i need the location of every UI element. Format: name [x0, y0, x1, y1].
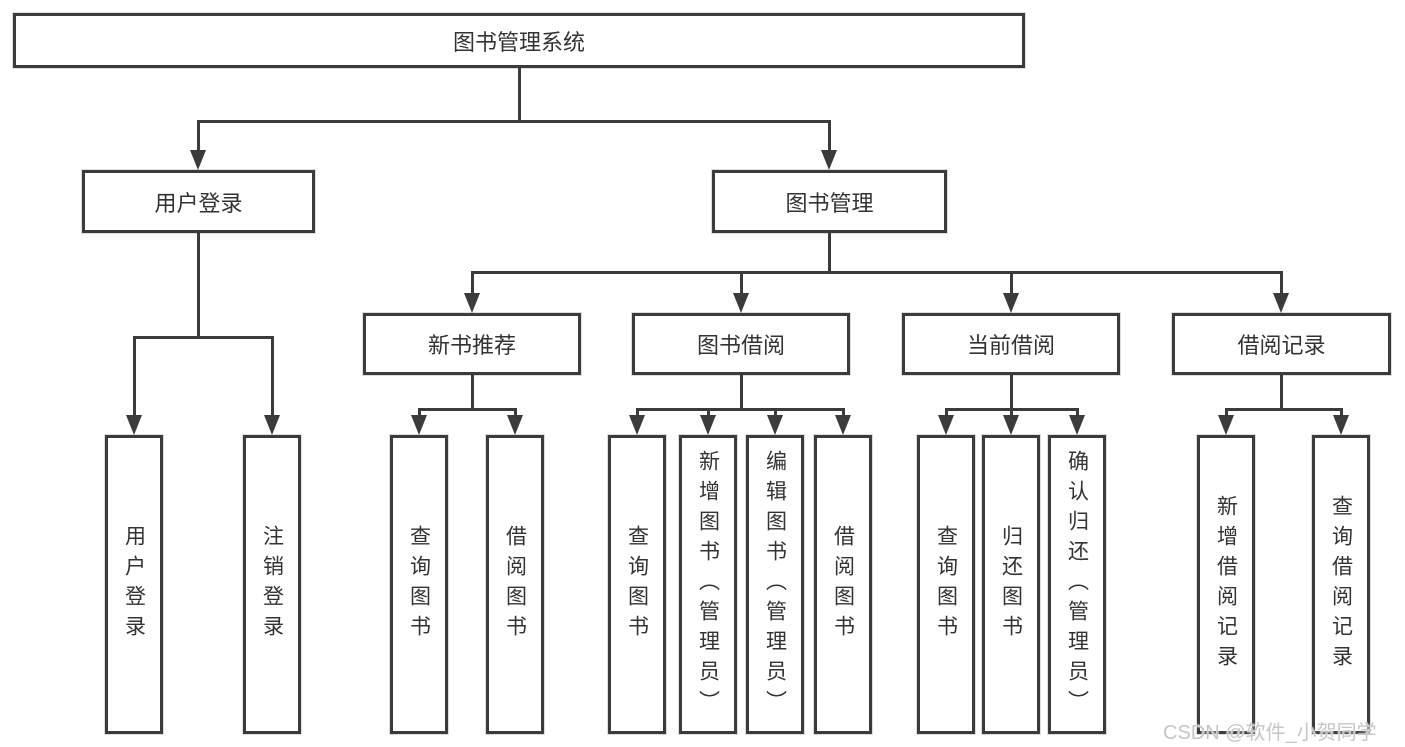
leaf-query-books-borrowing-label: 查询图书: [625, 524, 649, 645]
connector-drop-leaf: [707, 408, 710, 416]
connector-drop-leaf: [1225, 408, 1228, 416]
leaf-user-login: 用户登录: [105, 435, 163, 734]
arrow-down-icon: [411, 415, 427, 435]
connector-drop-user-login: [197, 120, 200, 151]
node-book-management: 图书管理: [712, 170, 947, 233]
connector-drop-current: [1010, 271, 1013, 294]
connector-drop-records: [1280, 271, 1283, 294]
leaf-add-book-admin-label: 新增图书（管理员）: [696, 449, 720, 720]
connector-borrowing-stem: [740, 375, 743, 408]
leaf-query-books-recommend: 查询图书: [390, 435, 448, 734]
connector-drop-book-management: [828, 120, 831, 151]
arrow-down-icon: [464, 293, 480, 313]
leaf-logout: 注销登录: [243, 435, 301, 734]
arrow-down-icon: [629, 415, 645, 435]
leaf-query-borrow-record: 查询借阅记录: [1312, 435, 1370, 734]
connector-current-stem: [1010, 375, 1013, 408]
watermark: CSDN @软件_小贺同学: [1163, 722, 1377, 744]
connector-book-management-stem: [828, 233, 831, 272]
connector-level2-rail: [197, 120, 831, 123]
connector-drop-leaf: [1010, 408, 1013, 416]
leaf-confirm-return-admin: 确认归还（管理员）: [1048, 435, 1106, 734]
node-user-login: 用户登录: [82, 170, 315, 233]
arrow-down-icon: [507, 415, 523, 435]
arrow-down-icon: [264, 415, 280, 435]
node-borrowing-records-label: 借阅记录: [1237, 333, 1326, 358]
arrow-down-icon: [1003, 415, 1019, 435]
node-borrowing-records: 借阅记录: [1172, 313, 1391, 375]
leaf-edit-book-admin-label: 编辑图书（管理员）: [763, 449, 787, 720]
leaf-query-borrow-record-label: 查询借阅记录: [1329, 494, 1353, 675]
leaf-query-books-current: 查询图书: [917, 435, 975, 734]
node-book-management-label: 图书管理: [785, 190, 874, 216]
connector-root-stem: [518, 68, 521, 120]
arrow-down-icon: [190, 150, 206, 170]
node-user-login-label: 用户登录: [154, 190, 243, 216]
connector-drop-leaf: [945, 408, 948, 416]
arrow-down-icon: [1069, 415, 1085, 435]
connector-drop-leaf: [1340, 408, 1343, 416]
connector-drop-leaf: [133, 336, 136, 416]
connector-user-login-rail: [133, 336, 274, 339]
leaf-user-login-label: 用户登录: [122, 524, 146, 645]
node-root-library-management-system: 图书管理系统: [13, 13, 1025, 68]
connector-recommend-stem: [471, 375, 474, 408]
leaf-query-books-recommend-label: 查询图书: [407, 524, 431, 645]
leaf-return-books-label: 归还图书: [999, 524, 1023, 645]
connector-recommend-rail: [418, 408, 517, 411]
leaf-borrow-books-recommend-label: 借阅图书: [503, 524, 527, 645]
node-current-borrowing-label: 当前借阅: [966, 333, 1055, 358]
connector-drop-leaf: [1076, 408, 1079, 416]
connector-level3-rail: [471, 271, 1282, 274]
node-new-book-recommendation: 新书推荐: [363, 313, 581, 375]
arrow-down-icon: [1003, 293, 1019, 313]
leaf-borrow-books-recommend: 借阅图书: [486, 435, 544, 734]
connector-drop-borrowing: [740, 271, 743, 294]
leaf-add-book-admin: 新增图书（管理员）: [679, 435, 737, 734]
leaf-add-borrow-record-label: 新增借阅记录: [1214, 494, 1238, 675]
arrow-down-icon: [938, 415, 954, 435]
arrow-down-icon: [1333, 415, 1349, 435]
arrow-down-icon: [733, 293, 749, 313]
connector-user-login-stem: [197, 233, 200, 336]
leaf-confirm-return-admin-label: 确认归还（管理员）: [1065, 449, 1089, 720]
connector-drop-leaf: [514, 408, 517, 416]
arrow-down-icon: [767, 415, 783, 435]
node-root-label: 图书管理系统: [452, 29, 585, 55]
arrow-down-icon: [700, 415, 716, 435]
arrow-down-icon: [126, 415, 142, 435]
leaf-query-books-borrowing: 查询图书: [608, 435, 666, 734]
leaf-query-books-current-label: 查询图书: [934, 524, 958, 645]
leaf-edit-book-admin: 编辑图书（管理员）: [746, 435, 804, 734]
leaf-borrow-books-label: 借阅图书: [831, 524, 855, 645]
leaf-logout-label: 注销登录: [260, 524, 284, 645]
connector-drop-leaf: [271, 336, 274, 416]
leaf-borrow-books: 借阅图书: [814, 435, 872, 734]
node-new-book-recommendation-label: 新书推荐: [427, 333, 516, 358]
connector-borrowing-rail: [636, 408, 845, 411]
connector-records-stem: [1280, 375, 1283, 408]
arrow-down-icon: [1218, 415, 1234, 435]
arrow-down-icon: [1273, 293, 1289, 313]
connector-drop-leaf: [636, 408, 639, 416]
connector-records-rail: [1225, 408, 1342, 411]
arrow-down-icon: [835, 415, 851, 435]
arrow-down-icon: [821, 150, 837, 170]
connector-drop-leaf: [418, 408, 421, 416]
connector-drop-recommend: [471, 271, 474, 294]
node-book-borrowing: 图书借阅: [632, 313, 850, 375]
connector-drop-leaf: [774, 408, 777, 416]
node-book-borrowing-label: 图书借阅: [696, 333, 785, 358]
leaf-add-borrow-record: 新增借阅记录: [1197, 435, 1255, 734]
node-current-borrowing: 当前借阅: [902, 313, 1120, 375]
connector-drop-leaf: [842, 408, 845, 416]
leaf-return-books: 归还图书: [982, 435, 1040, 734]
